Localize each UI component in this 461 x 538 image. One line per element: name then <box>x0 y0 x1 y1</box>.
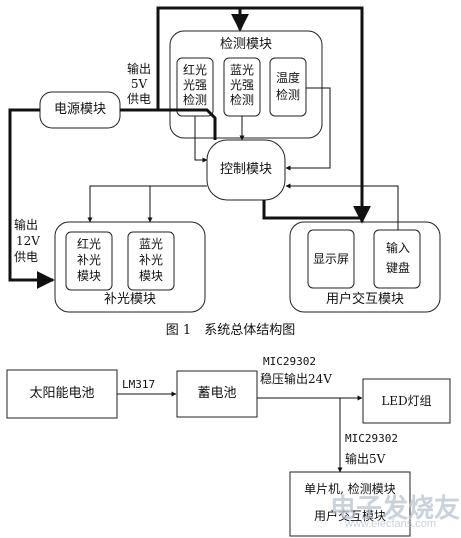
mic2-label-b: 输出5V <box>345 452 386 466</box>
power-line-top <box>156 6 249 110</box>
out-5v-line3: 供电 <box>126 92 151 106</box>
keyboard-box <box>373 229 421 289</box>
solar-label: 太阳能电池 <box>29 386 95 401</box>
mic1-label-a: MIC29302 <box>263 355 316 368</box>
control-module-label: 控制模块 <box>219 162 272 177</box>
led-box <box>362 378 451 424</box>
signal-keyboard-control <box>285 183 399 230</box>
fill-module-box <box>54 221 206 313</box>
blue-fill-box <box>127 231 175 291</box>
battery-box <box>176 370 258 418</box>
led-label: LED灯组 <box>381 394 432 408</box>
signal-control-fill <box>87 185 207 223</box>
watermark-main: 电子发烧友 <box>330 493 461 523</box>
power-line-control-ui <box>262 200 362 220</box>
blue-detect-label: 蓝光光强检测 <box>229 63 254 107</box>
out-5v-line2: 5V <box>130 77 148 91</box>
mcu-box <box>289 471 411 537</box>
power-line-top-right <box>240 6 371 224</box>
out-12v-line1: 输出 <box>14 218 39 232</box>
out-12v-line2: 12V <box>16 234 40 248</box>
temp-detect-label: 温度检测 <box>275 71 300 102</box>
power-line-5v <box>120 108 217 140</box>
blue-fill-label: 蓝光补光模块 <box>138 237 163 283</box>
watermark-site: www.elecfans.com <box>345 518 437 530</box>
power-module-label: 电源模块 <box>53 102 106 117</box>
fill-module-title: 补光模块 <box>103 292 156 307</box>
mcu-label-line1: 单片机, 检测模块 <box>304 482 396 496</box>
ui-module-title: 用户交互模块 <box>325 292 404 307</box>
signal-red-detect <box>194 116 208 163</box>
display-label: 显示屏 <box>312 252 349 266</box>
battery-label: 蓄电池 <box>197 386 237 401</box>
lm317-label: LM317 <box>122 378 156 391</box>
mic1-label-b: 稳压输出24V <box>260 372 332 386</box>
temp-detect-box <box>269 57 307 117</box>
out-12v-line3: 供电 <box>14 250 39 264</box>
display-box <box>307 229 355 289</box>
out-5v-line1: 输出 <box>126 62 151 76</box>
figure1-caption: 图 1 系统总体结构图 <box>165 323 296 338</box>
detect-module-title: 检测模块 <box>219 37 272 52</box>
power-line-12v <box>8 108 55 289</box>
red-detect-label: 红光光强检测 <box>182 63 207 107</box>
control-module-box <box>206 139 286 201</box>
mcu-label-line2: 用户交互模块 <box>313 509 386 523</box>
signal-temp-detect <box>285 87 331 171</box>
mic2-label-a: MIC29302 <box>345 432 398 445</box>
red-fill-box <box>65 231 113 291</box>
keyboard-label: 输入键盘 <box>385 241 410 275</box>
red-fill-label: 红光补光模块 <box>76 237 101 283</box>
